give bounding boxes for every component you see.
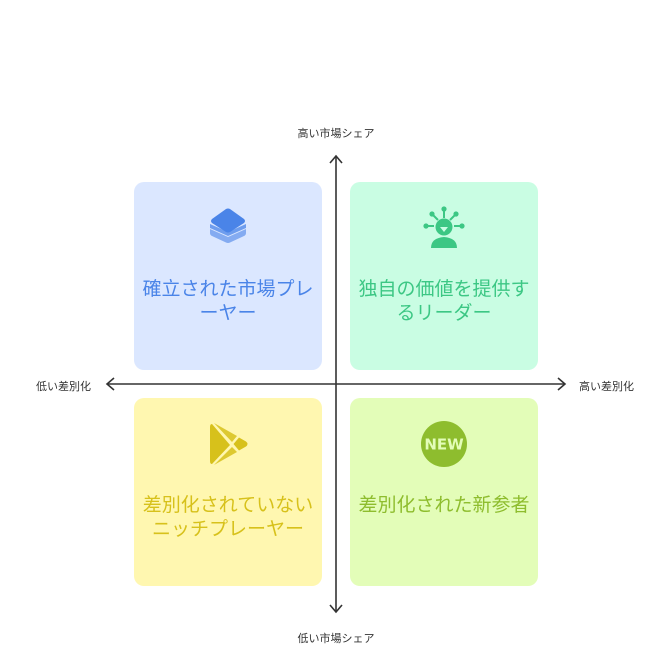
layers-icon xyxy=(204,204,252,252)
y-axis-bottom-label: 低い市場シェア xyxy=(297,632,375,645)
quadrant-label: 確立された市場プレーヤー xyxy=(142,278,314,324)
play-store-icon xyxy=(204,420,252,468)
x-axis-right-label: 高い差別化 xyxy=(579,380,634,393)
y-axis-top-label: 高い市場シェア xyxy=(297,127,375,140)
x-axis-left-label: 低い差別化 xyxy=(36,380,91,393)
quadrant-label: 差別化された新参者 xyxy=(358,494,530,516)
quadrant-undifferentiated-niche-players: 差別化されていないニッチプレーヤー xyxy=(134,398,322,586)
quadrant-unique-value-leaders: 独自の価値を提供するリーダー xyxy=(350,182,538,370)
new-badge-icon: NEW xyxy=(420,420,468,468)
new-badge-text: NEW xyxy=(424,436,464,454)
quadrant-label: 差別化されていないニッチプレーヤー xyxy=(142,494,314,540)
idea-person-icon xyxy=(420,204,468,252)
quadrant-label: 独自の価値を提供するリーダー xyxy=(358,278,530,324)
quadrant-differentiated-newcomers: NEW 差別化された新参者 xyxy=(350,398,538,586)
quadrant-established-players: 確立された市場プレーヤー xyxy=(134,182,322,370)
